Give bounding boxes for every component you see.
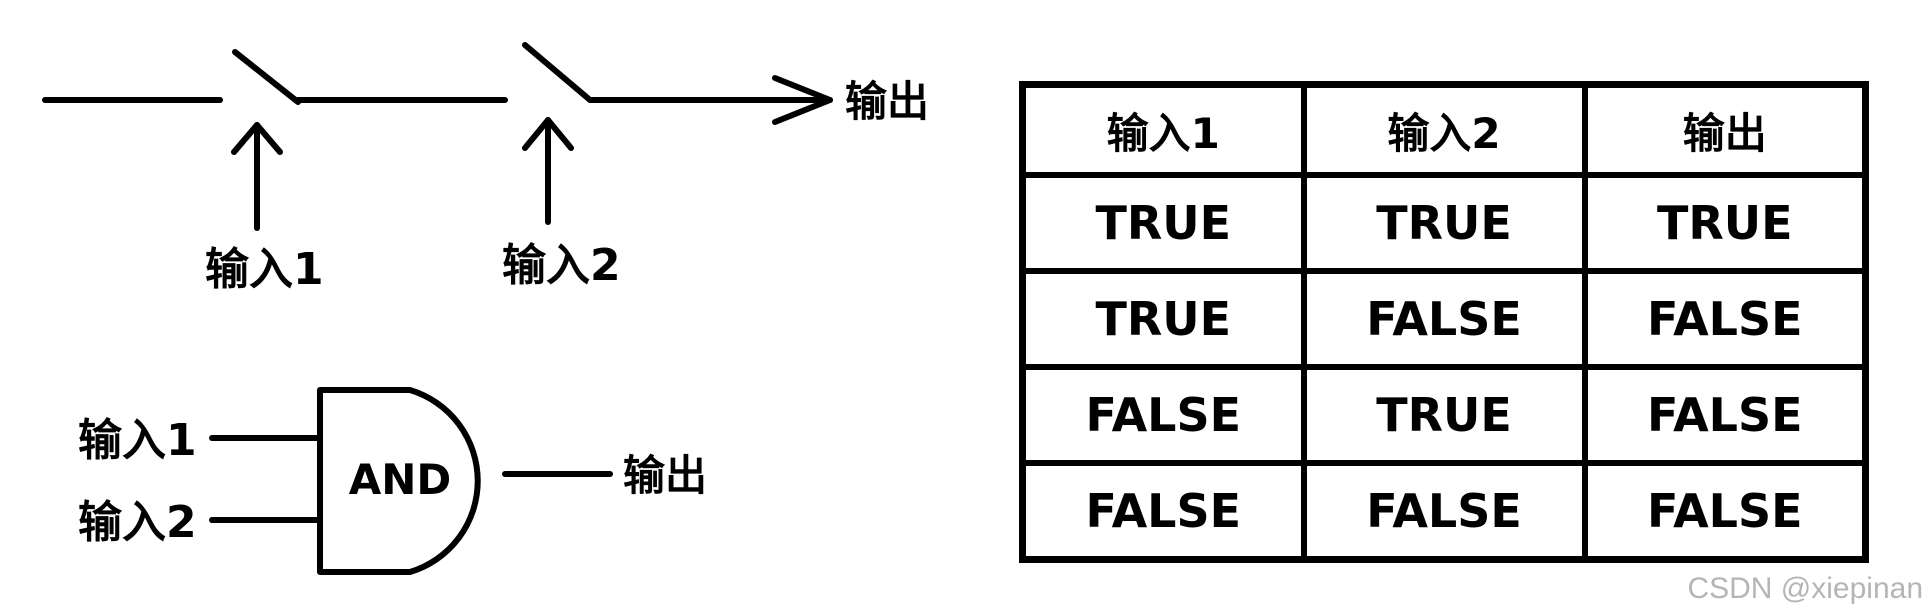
and-output-label: 输出 xyxy=(623,451,707,500)
table-cell: TRUE xyxy=(1019,172,1307,274)
and-input2-label: 输入2 xyxy=(78,497,197,548)
and-gate xyxy=(209,387,613,575)
header-output: 输出 xyxy=(1581,81,1869,178)
table-row: TRUE FALSE FALSE xyxy=(1019,268,1869,370)
and-gate-body xyxy=(317,387,481,575)
table-row: TRUE TRUE TRUE xyxy=(1019,172,1869,274)
table-cell: FALSE xyxy=(1300,460,1588,563)
table-cell: FALSE xyxy=(1581,460,1869,563)
table-cell: TRUE xyxy=(1300,364,1588,466)
table-cell: TRUE xyxy=(1019,268,1307,370)
table-cell: FALSE xyxy=(1019,460,1307,563)
watermark: CSDN @xiepinan xyxy=(1687,572,1923,605)
header-input1: 输入1 xyxy=(1019,81,1307,178)
input2-arrow-head xyxy=(522,117,574,151)
table-cell: FALSE xyxy=(1019,364,1307,466)
table-row: FALSE FALSE FALSE xyxy=(1019,460,1869,563)
table-cell: FALSE xyxy=(1581,268,1869,370)
switch-circuit xyxy=(42,42,833,231)
table-cell: TRUE xyxy=(1300,172,1588,274)
table-cell: FALSE xyxy=(1581,364,1869,466)
switch-input1-label: 输入1 xyxy=(205,244,324,295)
table-header-row: 输入1 输入2 输出 xyxy=(1019,81,1869,178)
switch-1-blade xyxy=(232,49,301,105)
table-row: FALSE TRUE FALSE xyxy=(1019,364,1869,466)
switch-2-blade xyxy=(522,42,593,103)
output-arrow-head xyxy=(772,75,833,125)
switch-output-label: 输出 xyxy=(845,77,929,126)
and-input1-label: 输入1 xyxy=(78,415,197,466)
table-cell: TRUE xyxy=(1581,172,1869,274)
table-cell: FALSE xyxy=(1300,268,1588,370)
and-gate-label: AND xyxy=(349,455,452,504)
input1-arrow-head xyxy=(231,122,283,155)
truth-table: 输入1 输入2 输出 TRUE TRUE TRUE TRUE FALSE FAL… xyxy=(1019,81,1869,563)
switch-input2-label: 输入2 xyxy=(502,240,621,291)
header-input2: 输入2 xyxy=(1300,81,1588,178)
